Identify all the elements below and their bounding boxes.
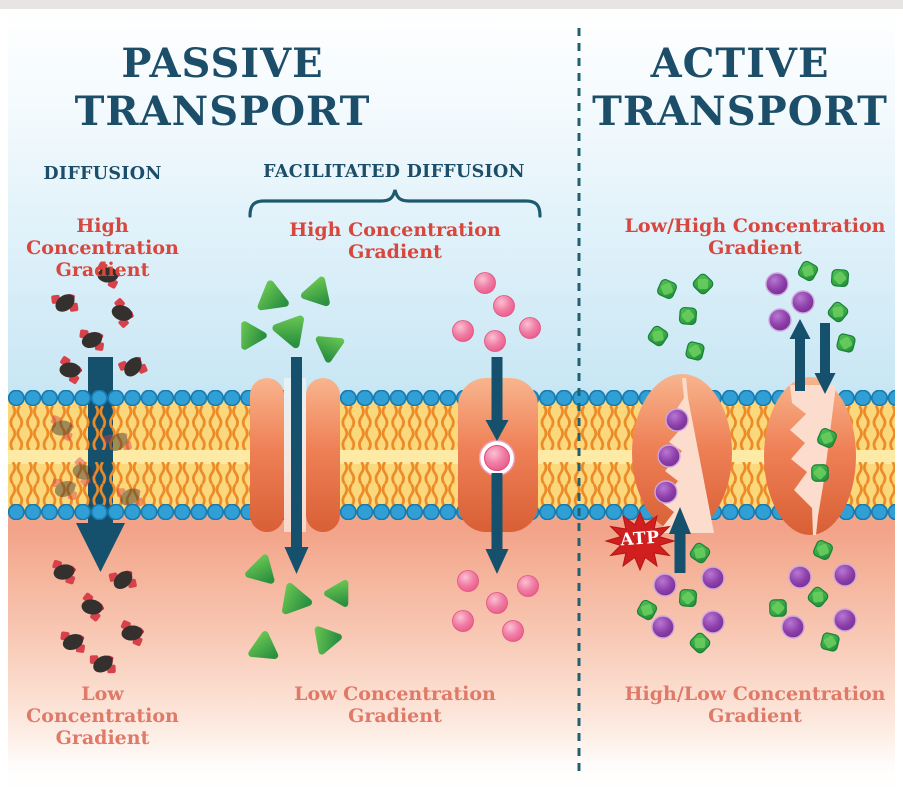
membrane-midline <box>8 450 895 464</box>
top-gray-strip <box>0 0 903 9</box>
diffusion-molecules-below <box>49 559 147 678</box>
pump-right-channel <box>790 385 836 535</box>
atp-badge-label: ATP <box>619 527 661 551</box>
facilitated-bottom-gradient-label: Low Concentration Gradient <box>283 683 507 727</box>
facilitated-top-gradient-label: High Concentration Gradient <box>283 219 507 263</box>
atp-starburst <box>604 510 676 572</box>
active-top-gradient-label: Low/High Concentration Gradient <box>618 215 892 259</box>
label-line: High/Low Concentration <box>624 683 886 705</box>
label-line: Gradient <box>55 259 150 281</box>
diffusion-bottom-gradient-label: Low Concentration Gradient <box>5 683 200 749</box>
carrier-protein <box>458 378 538 532</box>
diffusion-heading: DIFFUSION <box>43 164 162 184</box>
lipid-heads-top-row <box>8 390 895 406</box>
pump-influx-arrow <box>814 323 836 394</box>
label-line: High Concentration <box>26 215 179 259</box>
phospholipid-bilayer <box>8 357 895 572</box>
active-transport-title: ACTIVE TRANSPORT <box>585 40 895 136</box>
pink-molecules-below <box>452 570 539 642</box>
purple-molecules-above <box>765 272 815 332</box>
passive-title-line2: TRANSPORT <box>74 88 371 135</box>
label-line: Low Concentration <box>26 683 179 727</box>
label-line: Low Concentration <box>294 683 496 705</box>
triangle-molecules-above <box>235 277 345 360</box>
active-title-line2: TRANSPORT <box>592 88 888 135</box>
active-molecules-below-right <box>765 537 857 653</box>
passive-title-line1: PASSIVE <box>121 40 324 87</box>
diffusion-top-gradient-label: High Concentration Gradient <box>5 215 200 281</box>
green-molecules-above-left <box>644 269 718 362</box>
active-bottom-gradient-label: High/Low Concentration Gradient <box>618 683 892 727</box>
pump-protein-left <box>632 374 732 533</box>
lipid-heads-bottom-row <box>8 504 895 520</box>
label-line: High Concentration <box>289 219 501 241</box>
passive-transport-title: PASSIVE TRANSPORT <box>25 40 420 136</box>
label-line: Gradient <box>708 237 802 259</box>
pump-efflux-arrow <box>789 319 811 391</box>
lipid-tails-lower <box>8 462 895 506</box>
transport-arrows <box>284 319 836 574</box>
carrier-arrow-bottom <box>485 473 509 574</box>
pump-protein-right <box>764 377 856 535</box>
carrier-bound-molecule <box>484 445 510 471</box>
facilitated-diffusion-heading: FACILITATED DIFFUSION <box>263 162 525 182</box>
label-line: Gradient <box>708 705 802 727</box>
atp-energy-arrow <box>669 507 691 573</box>
pink-molecules-above <box>452 272 541 352</box>
lipid-tails-upper <box>8 406 895 450</box>
facilitated-brace <box>248 189 542 218</box>
label-line: Gradient <box>348 241 442 263</box>
label-line: Gradient <box>348 705 442 727</box>
triangle-molecules-below <box>249 555 354 656</box>
channel-protein <box>250 378 340 532</box>
active-title-line1: ACTIVE <box>650 40 830 87</box>
facilitated-arrow <box>284 357 309 574</box>
label-line: Low/High Concentration <box>624 215 886 237</box>
label-line: Gradient <box>55 727 150 749</box>
carrier-arrow-top <box>485 357 509 441</box>
